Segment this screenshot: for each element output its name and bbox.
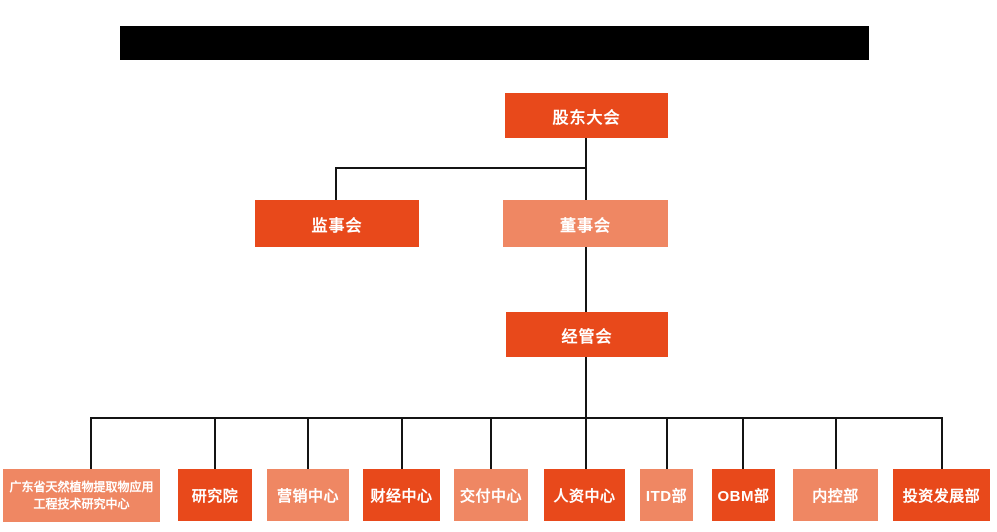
node-management-committee: 经管会 (506, 312, 668, 357)
connector-drop-dept-9 (941, 417, 943, 470)
node-dept-marketing-center: 营销中心 (267, 469, 349, 521)
node-dept-delivery-center: 交付中心 (454, 469, 528, 521)
node-board-of-directors: 董事会 (503, 200, 668, 247)
connector-drop-dept-2 (307, 417, 309, 470)
connector-drop-dept-6 (666, 417, 668, 470)
connector-branch-horizontal (335, 167, 587, 169)
connector-drop-dept-4 (490, 417, 492, 470)
connector-drop-dept-8 (835, 417, 837, 470)
connector-drop-dept-3 (401, 417, 403, 470)
node-dept-investment-development: 投资发展部 (893, 469, 990, 521)
connector-supervisory-drop (335, 167, 337, 200)
node-dept-hr-center: 人资中心 (544, 469, 625, 521)
node-supervisory-board: 监事会 (255, 200, 419, 247)
node-dept-itd: ITD部 (640, 469, 693, 521)
node-dept-obm: OBM部 (712, 469, 775, 521)
connector-drop-dept-7 (742, 417, 744, 470)
redacted-title-bar (120, 26, 869, 60)
node-dept-internal-control: 内控部 (793, 469, 878, 521)
connector-drop-dept-1 (214, 417, 216, 470)
connector-bottom-horizontal (90, 417, 943, 419)
connector-management-down (585, 356, 587, 470)
connector-root-down (585, 138, 587, 200)
node-shareholders-meeting: 股东大会 (505, 93, 668, 138)
node-dept-guangdong-research-center: 广东省天然植物提取物应用工程技术研究中心 (3, 469, 160, 522)
node-dept-research-institute: 研究院 (178, 469, 252, 521)
connector-drop-dept-0 (90, 417, 92, 470)
node-dept-finance-center: 财经中心 (363, 469, 440, 521)
connector-board-to-management (585, 247, 587, 312)
